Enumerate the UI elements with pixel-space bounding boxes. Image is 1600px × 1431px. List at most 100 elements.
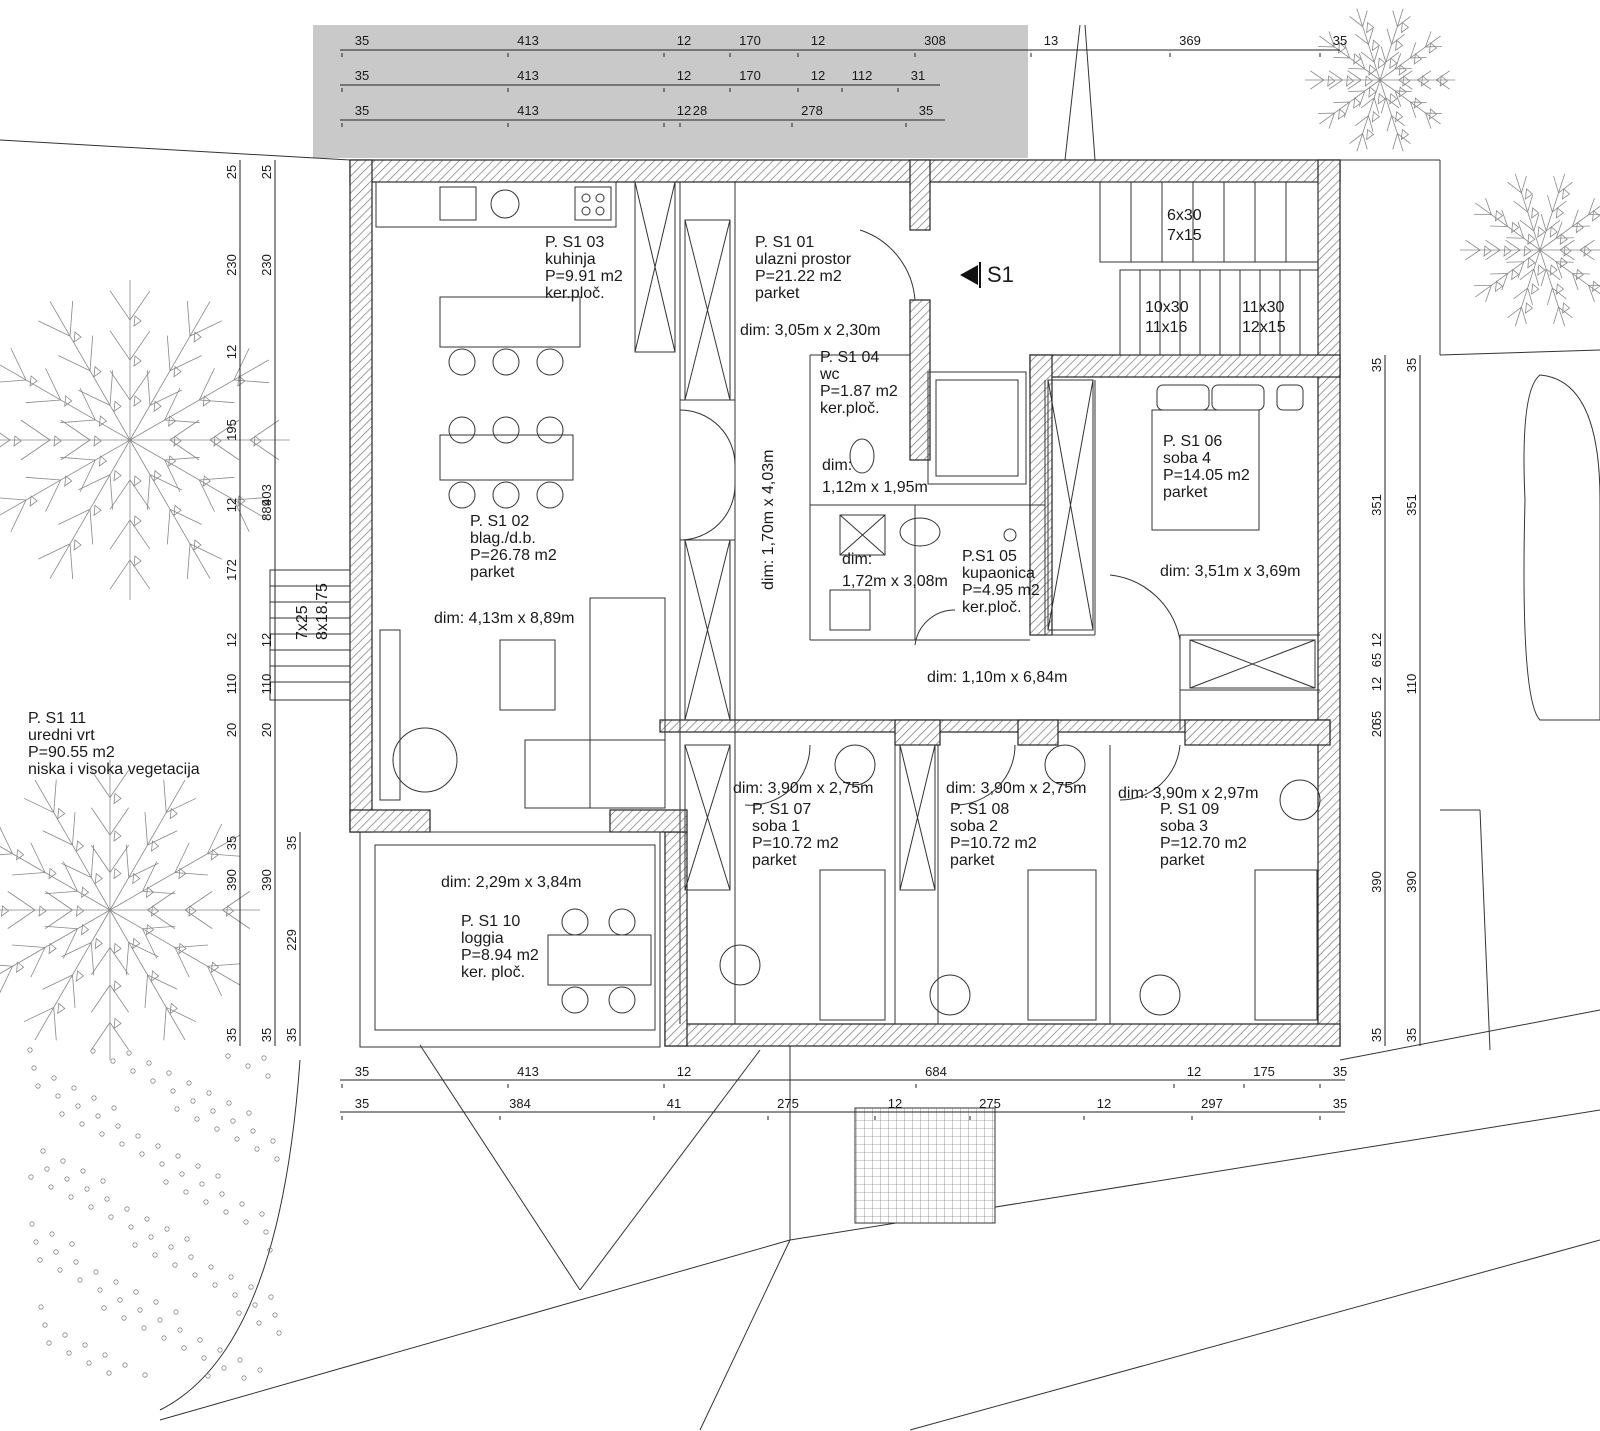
dims-left-outer-8: 20: [224, 723, 239, 737]
dims-top-row2-4: 12: [811, 68, 825, 83]
room-dim-d02: dim: 4,13m x 8,89m: [434, 610, 575, 627]
dims-left-inner-1: 230: [259, 254, 274, 276]
dims-right-inner-2: 110: [1404, 674, 1419, 695]
room-dim-d01: dim: 3,05m x 2,30m: [740, 322, 881, 339]
room-dim-dhall: dim: 1,10m x 6,84m: [927, 669, 1068, 686]
dims-left-loggia-0: 35: [284, 836, 299, 850]
dims-bottom-row1-6: 35: [1333, 1064, 1347, 1079]
room-label-r02-line0: P. S1 02: [470, 513, 529, 530]
room-label-r04-line2: P=1.87 m2: [820, 383, 898, 400]
room-label-r01-line1: ulazni prostor: [755, 251, 852, 268]
room-label-r06-line2: P=14.05 m2: [1163, 467, 1250, 484]
room-label-r08-line1: soba 2: [950, 818, 998, 835]
vegetation-decoration: [0, 8, 1600, 1381]
loggia-table: [547, 908, 652, 1014]
room-label-r06-line3: parket: [1163, 484, 1208, 501]
dims-top-row1-3: 170: [739, 33, 761, 48]
building-walls: [349, 159, 1341, 1047]
stair-label-s2-line1: 11x16: [1145, 319, 1188, 336]
dims-left-outer-11: 35: [224, 1028, 239, 1042]
dims-top-row2-5: 112: [852, 68, 873, 83]
room-label-r04-line3: ker.ploč.: [820, 400, 880, 417]
room-label-r07-line1: soba 1: [752, 818, 800, 835]
dims-top-row1-1: 413: [517, 33, 539, 48]
room-label-r01-line3: parket: [755, 285, 800, 302]
room-label-r09-line1: soba 3: [1160, 818, 1208, 835]
dims-top-row2-3: 170: [739, 68, 761, 83]
dims-bottom-row1-0: 35: [355, 1064, 369, 1079]
room-label-r05-line0: P.S1 05: [962, 548, 1017, 565]
room-label-r03-line0: P. S1 03: [545, 234, 604, 251]
dims-right-outer-2: 12: [1369, 633, 1384, 647]
door-swings: [679, 229, 1181, 806]
loggia-outline: [359, 831, 661, 1048]
room-dim-d04b: 1,12m x 1,95m: [822, 479, 928, 496]
room-label-r07-line0: P. S1 07: [752, 801, 811, 818]
room-label-r11-line0: P. S1 11: [28, 710, 86, 727]
dims-top-row1-5: 308: [924, 33, 946, 48]
dims-right-outer-8: 35: [1369, 1028, 1384, 1042]
room-label-r04-line0: P. S1 04: [820, 349, 879, 366]
room-label-r10-line1: loggia: [461, 930, 504, 947]
bedroom-furniture: [719, 384, 1321, 1021]
stair-label-s3-line1: 12x15: [1242, 319, 1286, 336]
dims-top-row1-4: 12: [811, 33, 825, 48]
room-label-r08-line2: P=10.72 m2: [950, 835, 1037, 852]
dims-left-outer-3: 195: [224, 419, 239, 441]
dims-bottom-row2-8: 35: [1333, 1096, 1347, 1111]
dims-bottom-row1-3: 684: [925, 1064, 947, 1079]
kitchen-island: [439, 296, 581, 509]
room-label-r10-line3: ker. ploč.: [461, 964, 525, 981]
room-label-r09-line2: P=12.70 m2: [1160, 835, 1247, 852]
dims-right-outer-6: 20: [1369, 723, 1384, 737]
room-label-r11-line3: niska i visoka vegetacija: [28, 761, 200, 778]
room-dim-dcorr: dim: 1,70m x 4,03m: [760, 450, 777, 591]
room-dimension-labels: dim: 3,05m x 2,30m dim: 4,13m x 8,89m dim:…: [434, 322, 1301, 891]
dims-top-row1-2: 12: [677, 33, 691, 48]
dims-left-inner-0: 25: [259, 165, 274, 179]
dims-left-outer-1: 230: [224, 254, 239, 276]
dims-left-outer-5: 172: [224, 559, 239, 581]
dims-right-outer-7: 390: [1369, 871, 1384, 893]
room-label-r03-line3: ker.ploč.: [545, 285, 605, 302]
room-dim-d04a: dim:: [822, 457, 852, 474]
stair-label-s3-line0: 11x30: [1242, 299, 1285, 316]
dims-right-outer-3: 65: [1369, 653, 1384, 667]
room-label-r01-line2: P=21.22 m2: [755, 268, 842, 285]
dims-top-row3-3: 28: [693, 103, 707, 118]
dims-top-row3-0: 35: [355, 103, 369, 118]
dims-bottom-row2-4: 12: [888, 1096, 902, 1111]
dims-bottom-row2-5: 275: [979, 1096, 1001, 1111]
dims-left-loggia-1: 229: [284, 929, 299, 951]
room-label-r06-line0: P. S1 06: [1163, 433, 1222, 450]
dims-top-row3-4: 278: [801, 103, 823, 118]
dims-top-row1-7: 369: [1179, 33, 1201, 48]
stair-label-s1-line0: 6x30: [1167, 207, 1202, 224]
room-dim-d07: dim: 3,90m x 2,75m: [733, 780, 874, 797]
dims-left-outer-6: 12: [224, 633, 239, 647]
dims-top-row2-2: 12: [677, 68, 691, 83]
room-label-r08-line0: P. S1 08: [950, 801, 1009, 818]
dims-top-row2-6: 31: [911, 68, 925, 83]
room-label-r11-line1: uredni vrt: [28, 727, 95, 744]
dims-bottom-row2-6: 12: [1097, 1096, 1111, 1111]
dims-right-outer-0: 35: [1369, 358, 1384, 372]
room-label-r09-line0: P. S1 09: [1160, 801, 1219, 818]
room-label-r08-line3: parket: [950, 852, 995, 869]
dims-bottom-row1-2: 12: [677, 1064, 691, 1079]
room-label-r06-line1: soba 4: [1163, 450, 1211, 467]
dims-top-row1-6: 13: [1044, 33, 1058, 48]
room-label-r05-line1: kupaonica: [962, 565, 1035, 582]
room-label-r01-line0: P. S1 01: [755, 234, 814, 251]
dims-left-inner-8: 35: [259, 1028, 274, 1042]
room-dim-d05a: dim:: [842, 551, 872, 568]
grid-paving: [854, 1107, 996, 1224]
dims-left-inner-7: 390: [259, 869, 274, 891]
stairs-top: [1099, 181, 1319, 356]
dims-left-inner-3: 889: [259, 499, 274, 521]
living-furniture: [379, 597, 666, 809]
dims-right-outer-5: 65: [1369, 711, 1384, 725]
